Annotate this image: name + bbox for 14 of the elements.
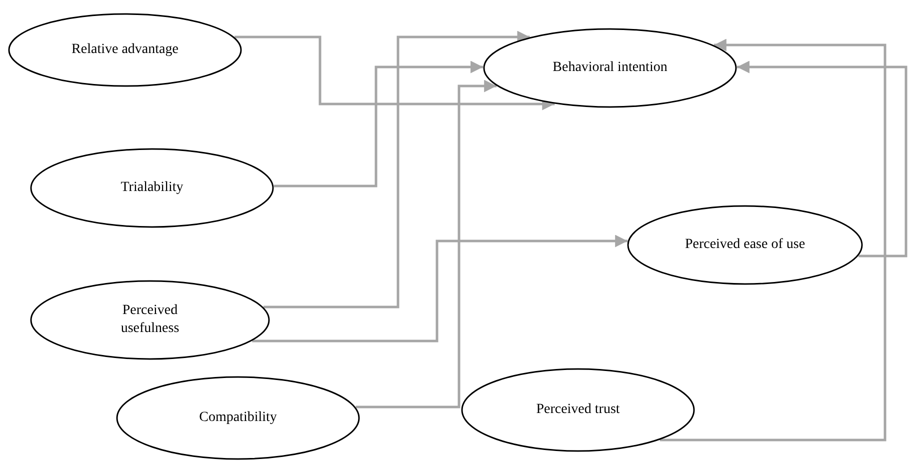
construct-label: Perceived trust <box>535 400 621 419</box>
construct-label: Behavioral intention <box>552 58 668 77</box>
arrow <box>660 38 886 442</box>
arrow <box>263 30 530 308</box>
arrow <box>736 60 908 258</box>
construct-label: Trialability <box>120 178 184 197</box>
construct-label: Compatibility <box>198 408 278 427</box>
arrow <box>234 36 555 110</box>
arrow <box>252 234 628 342</box>
construct-label: Perceived usefulness <box>120 302 180 338</box>
arrow <box>356 80 497 408</box>
arrow <box>274 60 484 188</box>
construct-label: Perceived ease of use <box>684 236 806 254</box>
construct-label: Relative advantage <box>70 40 180 59</box>
